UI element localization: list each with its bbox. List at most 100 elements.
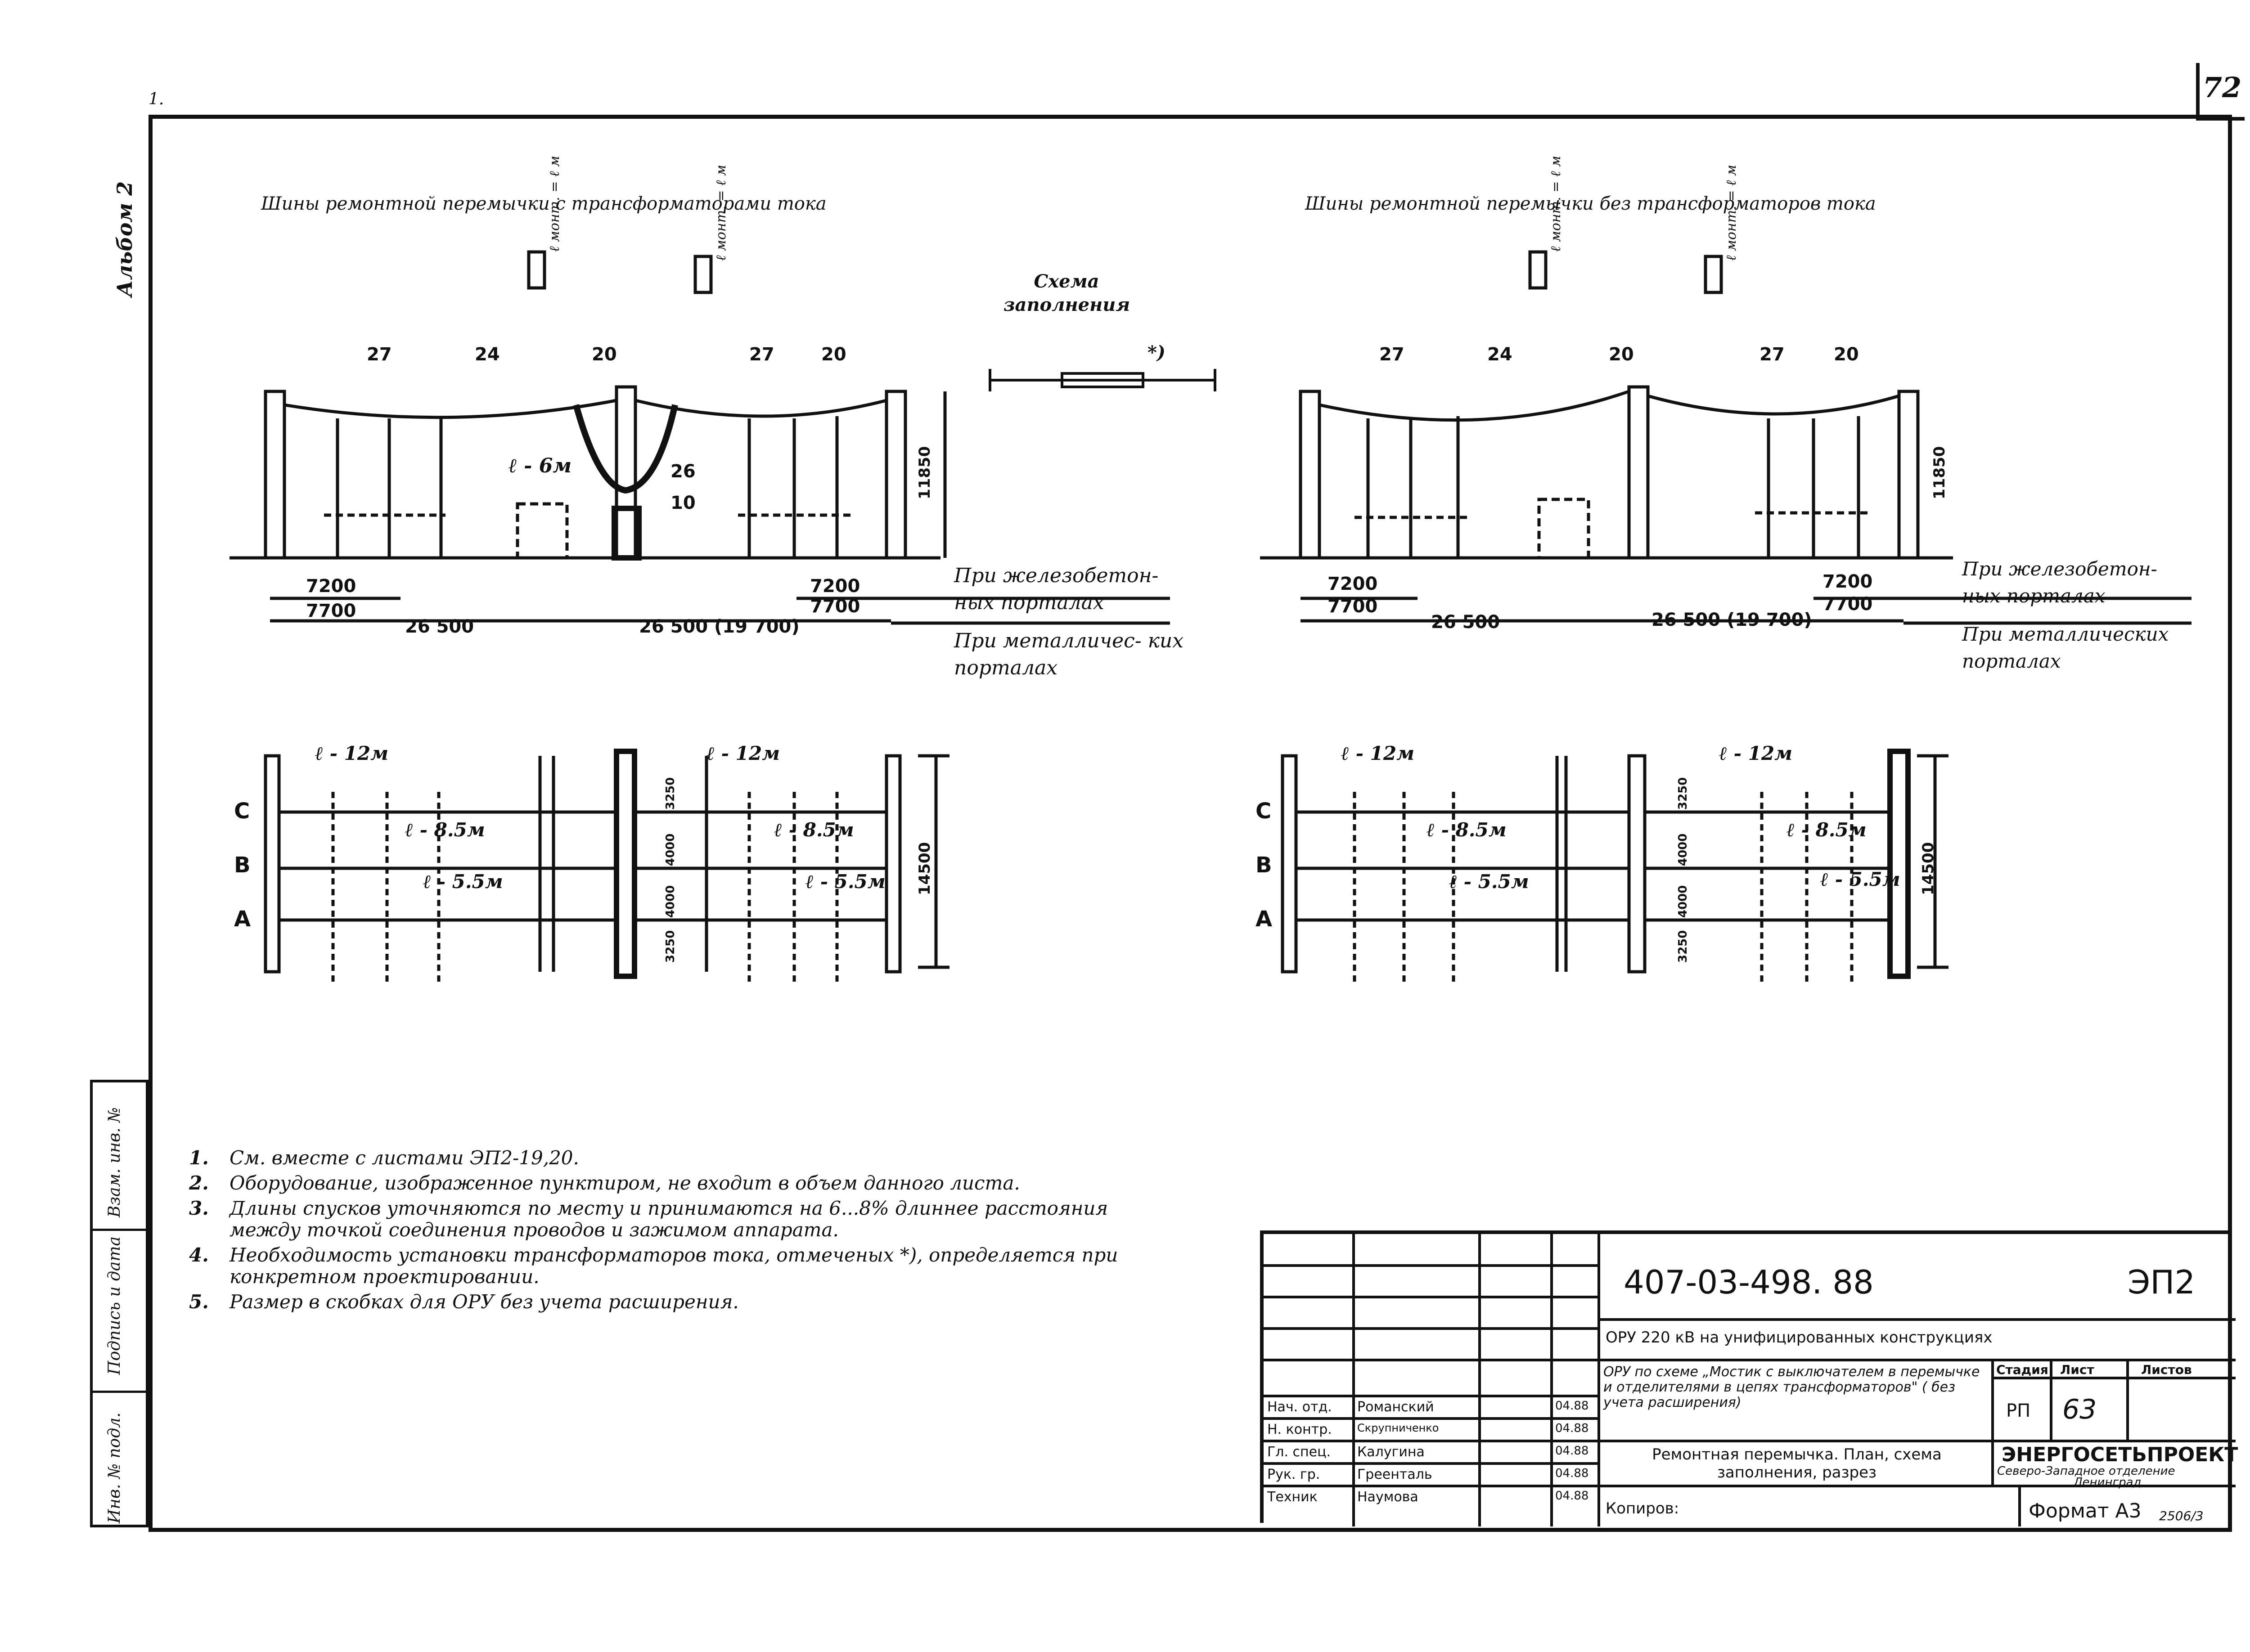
dim-26500-r: 26 500 — [1431, 612, 1500, 633]
drawing-title: Ремонтная перемычка. План, схема заполне… — [1652, 1446, 1942, 1481]
org-city: Ленинград — [2074, 1476, 2142, 1489]
dim-4000-r: 4000 — [1676, 833, 1690, 866]
format-label: Формат А3 — [2029, 1499, 2142, 1522]
bottom-code: 2506/3 — [2159, 1508, 2204, 1523]
l85-label: ℓ - 8.5м — [405, 819, 485, 841]
title-block-grid — [1264, 1234, 2236, 1526]
l55-label-r: ℓ - 5.5м — [1449, 871, 1529, 893]
label-27b: 27 — [749, 344, 774, 365]
phase-a-label: А — [234, 907, 251, 932]
dim-4000b-r: 4000 — [1676, 885, 1690, 918]
phase-c-label-r: С — [1256, 799, 1272, 824]
rc-portal-label: При железобетон- ных порталах — [954, 564, 1159, 614]
label-20b-r: 20 — [1834, 344, 1859, 365]
role-4: Рук. гр. — [1267, 1467, 1320, 1482]
org-name: ЭНЕРГОСЕТЬПРОЕКТ — [2002, 1443, 2238, 1466]
note-1: 1.См. вместе с листами ЭП2-19,20. — [189, 1147, 579, 1169]
l-mount-label-2: ℓ монт. = ℓ м — [713, 165, 729, 261]
label-10: 10 — [670, 493, 696, 513]
right-elevation — [1260, 250, 2192, 625]
label-24: 24 — [475, 344, 500, 365]
l-mount-label: ℓ монт. = ℓ м — [547, 156, 562, 252]
dim-7700-r: 7700 — [1328, 596, 1378, 617]
stage-header: Стадия — [1996, 1362, 2048, 1377]
right-plan — [1281, 749, 1948, 985]
label-27-r: 27 — [1379, 344, 1404, 365]
note-5: 5.Размер в скобках для ОРУ без учета рас… — [189, 1291, 739, 1313]
role-3: Гл. спец. — [1267, 1444, 1331, 1460]
metal-portal-label-r: При металлических порталах — [1962, 623, 2169, 672]
left-view-title: Шины ремонтной перемычки с трансформатор… — [261, 193, 827, 214]
rc-portal-label-r: При железобетон- ных порталах — [1962, 558, 2157, 607]
title-block: 407-03-498. 88 ЭП2 ОРУ 220 кВ на унифици… — [1260, 1230, 2238, 1526]
l55-label: ℓ - 5.5м — [423, 871, 503, 893]
top-left-mark: 1. — [148, 90, 164, 108]
dim-7700-r2: 7700 — [1822, 594, 1873, 615]
right-view-title: Шины ремонтной перемычки без трансформат… — [1305, 193, 1876, 214]
sheet-value: 63 — [2062, 1394, 2097, 1425]
height-11850: 11850 — [916, 446, 934, 499]
notes-block: 1.См. вместе с листами ЭП2-19,20. 2.Обор… — [189, 1147, 1179, 1316]
role-1: Нач. отд. — [1267, 1399, 1332, 1415]
phase-b-label: В — [234, 853, 251, 878]
dim-7200-r2: 7200 — [1822, 571, 1873, 592]
l85-label-r2: ℓ - 8.5м — [1786, 819, 1867, 841]
l6-label: ℓ - 6м — [508, 454, 572, 477]
role-2: Н. контр. — [1267, 1422, 1332, 1437]
dim-26500-alt-r: 26 500 (19 700) — [1652, 610, 1812, 630]
dim-26500-alt: 26 500 (19 700) — [639, 616, 800, 637]
label-20-r: 20 — [1609, 344, 1634, 365]
note-2: 2.Оборудование, изображенное пунктиром, … — [189, 1172, 1020, 1194]
phase-a-label-r: А — [1256, 907, 1273, 932]
l12-label-2: ℓ - 12м — [706, 742, 780, 764]
l12-label: ℓ - 12м — [315, 742, 388, 764]
l12-label-r2: ℓ - 12м — [1719, 742, 1792, 764]
label-27b-r: 27 — [1760, 344, 1785, 365]
label-20b: 20 — [821, 344, 846, 365]
role-5: Техник — [1267, 1489, 1318, 1505]
drawing-frame — [148, 115, 2232, 1532]
height-11850-r: 11850 — [1930, 446, 1948, 499]
side-column: Взам. инв. № Подпись и дата Инв. № подл. — [90, 1080, 148, 1527]
phase-c-label: С — [234, 799, 250, 824]
label-20: 20 — [592, 344, 617, 365]
doc-code: 407-03-498. 88 — [1624, 1263, 1874, 1301]
sheet-header: Лист — [2060, 1362, 2094, 1377]
left-plan — [264, 749, 950, 985]
name-2: Скрупниченко — [1357, 1422, 1439, 1434]
name-3: Калугина — [1357, 1444, 1425, 1460]
l85-label-r: ℓ - 8.5м — [1426, 819, 1507, 841]
sheet-code: ЭП2 — [2128, 1263, 2196, 1301]
dim-3250b-r: 3250 — [1676, 930, 1690, 963]
date-4: 04.88 — [1555, 1467, 1589, 1480]
dim-4000b: 4000 — [664, 885, 677, 918]
name-4: Греенталь — [1357, 1467, 1432, 1482]
left-elevation — [230, 250, 1170, 625]
object-name: ОРУ 220 кВ на унифицированных конструкци… — [1606, 1329, 1993, 1347]
schema-title: Схема заполнения — [1004, 271, 1130, 315]
org-branch: Северо-Западное отделение — [1997, 1464, 2175, 1478]
dim-7200-r: 7200 — [1328, 574, 1378, 594]
dim-7700-right: 7700 — [810, 596, 860, 617]
date-2: 04.88 — [1555, 1422, 1589, 1435]
dim-3250-r: 3250 — [1676, 777, 1690, 810]
sheet-corner-number: 72 — [2196, 63, 2245, 121]
schema-symbol — [989, 369, 1216, 391]
stage-value: РП — [2006, 1401, 2031, 1421]
dim-7200: 7200 — [306, 576, 356, 597]
dim-7700: 7700 — [306, 601, 356, 621]
l85-label-2: ℓ - 8.5м — [774, 819, 854, 841]
date-3: 04.88 — [1555, 1444, 1589, 1458]
metal-portal-label: При металличес- ких порталах — [954, 629, 1184, 679]
l55-label-2: ℓ - 5.5м — [806, 871, 886, 893]
dim-3250b: 3250 — [664, 930, 677, 963]
label-26: 26 — [670, 461, 696, 482]
width-14500-r: 14500 — [1919, 842, 1937, 895]
width-14500: 14500 — [916, 842, 934, 895]
schema-mark: *) — [1148, 342, 1166, 363]
l12-label-r: ℓ - 12м — [1341, 742, 1414, 764]
dim-7200-right: 7200 — [810, 576, 860, 597]
l-mount-label-4: ℓ монт. = ℓ м — [1724, 165, 1739, 261]
date-1: 04.88 — [1555, 1399, 1589, 1413]
